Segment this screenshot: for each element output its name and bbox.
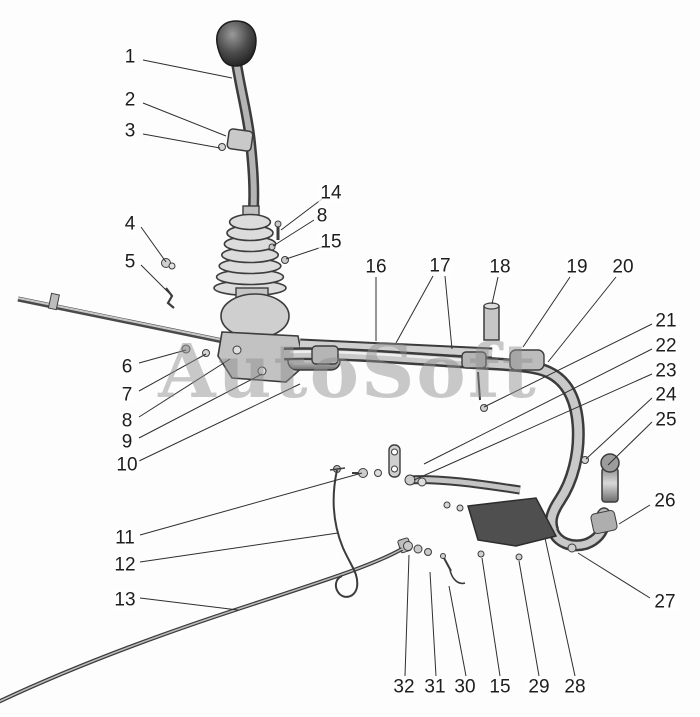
callout-17: 17 (427, 255, 453, 277)
main-pipe (283, 345, 585, 534)
wire-hook (329, 465, 359, 598)
callout-19: 19 (564, 256, 590, 278)
callout-2: 2 (122, 89, 138, 111)
cable (0, 547, 403, 704)
callout-12: 12 (112, 554, 138, 576)
boot-fasteners (268, 220, 289, 264)
callout-21: 21 (653, 310, 679, 332)
callout-24: 24 (653, 384, 679, 406)
leader-lines (138, 59, 653, 677)
callout-23: 23 (653, 360, 679, 382)
selector-rod (17, 292, 253, 357)
cable-clamp (397, 537, 432, 556)
callout-30: 30 (452, 676, 478, 698)
callout-20: 20 (610, 256, 636, 278)
left-small-hardware (161, 258, 176, 309)
callout-4: 4 (122, 213, 138, 235)
callout-9: 9 (119, 431, 135, 453)
callout-26: 26 (652, 490, 678, 512)
lever-shaft (218, 54, 260, 224)
lever-housing (217, 287, 341, 383)
callout-14: 14 (318, 182, 344, 204)
bottom-linkage (352, 444, 521, 512)
callout-31: 31 (422, 676, 448, 698)
shift-knob (216, 20, 257, 67)
callout-6: 6 (119, 356, 135, 378)
callout-1: 1 (122, 46, 138, 68)
callout-5: 5 (122, 251, 138, 273)
callout-15-bottom: 15 (487, 676, 513, 698)
callout-32: 32 (391, 676, 417, 698)
boot-bellows (213, 205, 287, 297)
callout-8-upper: 8 (314, 205, 330, 227)
callout-10: 10 (114, 454, 140, 476)
bottom-bracket (440, 497, 558, 585)
callout-11: 11 (113, 527, 137, 549)
vertical-cylinder (483, 302, 500, 341)
callout-3: 3 (122, 120, 138, 142)
callout-29: 29 (526, 676, 552, 698)
callout-8-left: 8 (119, 410, 135, 432)
callout-27: 27 (652, 591, 678, 613)
callout-25: 25 (653, 409, 679, 431)
callout-16: 16 (363, 256, 389, 278)
callout-7: 7 (119, 384, 135, 406)
callout-22: 22 (653, 335, 679, 357)
callout-18: 18 (487, 256, 513, 278)
callout-13: 13 (112, 589, 138, 611)
callout-28: 28 (562, 676, 588, 698)
callout-15-upper: 15 (318, 231, 344, 253)
